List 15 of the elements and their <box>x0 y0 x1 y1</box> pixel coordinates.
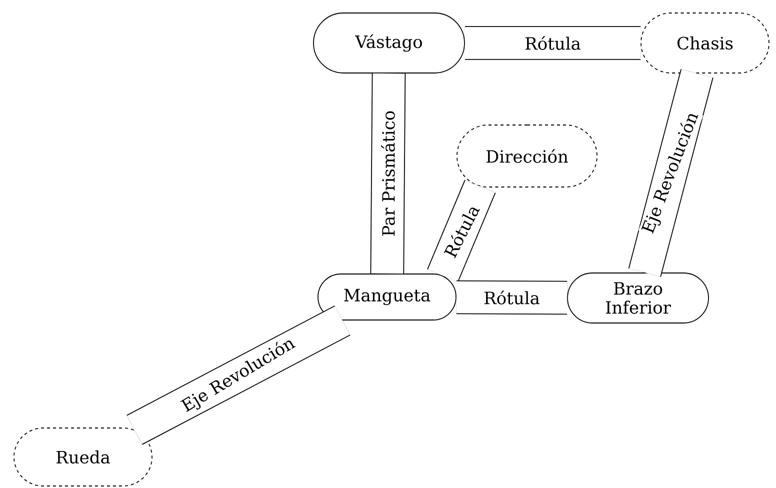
joint-band <box>427 180 496 282</box>
joint-band <box>370 73 406 274</box>
joint-band <box>456 280 568 315</box>
part-box: Vástago <box>313 12 465 74</box>
edge-label: Rótula <box>482 290 541 306</box>
part-box: Mangueta <box>318 274 456 320</box>
joint-band <box>628 69 714 277</box>
edge-label: Par Prismático <box>380 109 396 238</box>
joint-band <box>464 26 641 60</box>
fixed-part-box: Chasis <box>640 12 770 74</box>
joint-band <box>126 306 350 445</box>
fixed-part-box: Rueda <box>14 428 152 486</box>
fixed-part-box: Dirección <box>456 124 598 188</box>
part-box: Brazo Inferior <box>567 272 709 324</box>
edge-label: Rótula <box>524 35 582 51</box>
